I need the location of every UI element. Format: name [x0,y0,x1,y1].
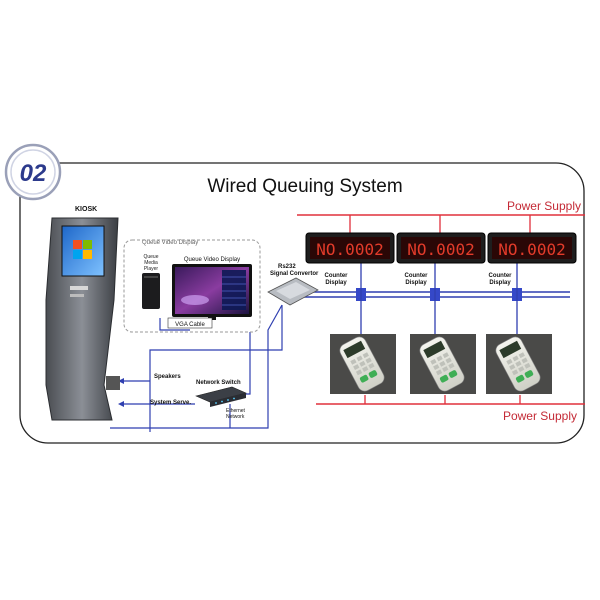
media-player-box [142,273,160,309]
keypad-lcd [343,340,366,359]
keypad-green-key [368,370,378,378]
led-display-panel [492,237,572,259]
counter-display-label-line1: Counter [489,273,513,279]
led-display-text: NO.0002 [498,240,565,259]
system-server-label: System Serve. [150,400,191,406]
rs232-convertor: Rs232 Signal Convertor [267,264,319,306]
arrow-head [118,378,124,384]
keypad-green-key [524,370,534,378]
media-player-label-line3: Player [144,266,159,272]
counter-display-label-line2: Display [489,280,511,286]
keypad-lcd [423,340,446,359]
counter-display-label-line2: Display [325,280,347,286]
queue-video-display-group: Queue Video Display Queue Media Player Q… [123,239,261,333]
wire [240,332,251,395]
keypad-green-key [448,370,458,378]
group-label: Queue Video Display [142,240,198,246]
keypad-lcd [499,340,522,359]
tv-stage-light [181,295,209,305]
speakers-label: Speakers [154,374,181,380]
keypad-green-key [515,374,525,383]
main-frame [19,162,585,444]
media-player-vent [144,276,158,278]
kiosk-side-panel [106,376,120,390]
media-player-label-line1: Queue [143,254,158,260]
counter-display-label-line2: Display [405,280,427,286]
signal-bus [293,262,570,334]
tv-label: Queue Video Display [184,257,240,263]
badge: 02 [4,143,62,201]
vga-cable-tag [167,317,213,329]
led-display-text: NO.0002 [316,240,383,259]
network-switch-label: Network Switch [196,380,241,386]
counter-display-label-line1: Counter [325,273,349,279]
keypad-green-key [439,374,449,383]
counter-display-3: NO.0002 Counter Display [487,232,577,286]
counter-display-1: NO.0002 Counter Display [305,232,395,286]
kiosk: KIOSK [45,206,120,421]
network-switch: Network Switch Ethernet Network [195,380,247,420]
counter-display-label-line1: Counter [405,273,429,279]
vga-cable-label: VGA Cable [175,322,205,328]
keypad-green-key [359,374,369,383]
keypad-1 [330,334,396,394]
rs232-label-line2: Signal Convertor [270,271,319,277]
media-player-label-line2: Media [144,260,158,266]
kiosk-printer-slot [70,286,88,290]
tv-queue-table [222,270,246,310]
led-display-panel [401,237,481,259]
power-supply-top-label: Power Supply [507,199,581,213]
wire [149,305,283,432]
kiosk-ticket-slot [70,294,84,297]
page-title: Wired Queuing System [207,176,402,197]
rs232-top [276,282,310,299]
wire [110,304,283,429]
rs232-label-line1: Rs232 [278,264,296,270]
kiosk-label: KIOSK [75,206,97,213]
keypad-2 [410,334,476,394]
badge-inner-ring [10,149,56,195]
wire [159,318,190,331]
power-supply-bottom-label: Power Supply [503,409,577,423]
wiring [110,304,283,432]
led-display-panel [310,237,390,259]
group-frame [123,239,261,333]
keypad-3 [486,334,552,394]
arrow-head [118,401,124,407]
ethernet-label-line2: Network [226,414,245,420]
badge-number: 02 [20,160,47,187]
led-display-text: NO.0002 [407,240,474,259]
counter-display-2: NO.0002 Counter Display [396,232,486,286]
ethernet-label-line1: Ethernet [226,408,246,414]
windows-logo-icon [73,240,92,259]
